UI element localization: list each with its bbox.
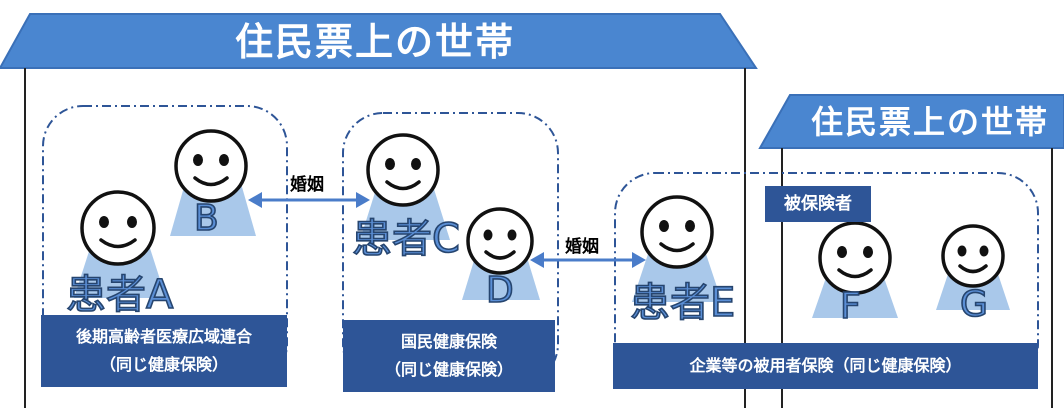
marriage-arrow-de (530, 252, 646, 268)
person-c-figure (360, 133, 450, 240)
marriage-label-de: 婚姻 (565, 237, 599, 257)
insurance-group-3-name: 企業等の被用者保険（同じ健康保険） (689, 356, 962, 375)
marriage-arrow-bc (248, 192, 370, 208)
insurance-label-group-3: 企業等の被用者保険（同じ健康保険） (613, 343, 1038, 389)
patient-d-label: D (485, 269, 514, 312)
patient-a-label: 患者A (65, 271, 174, 319)
insurance-group-1-outline (42, 105, 288, 385)
person-e-figure (632, 195, 722, 302)
person-a-figure (74, 190, 166, 298)
insurance-label-group-2: 国民健康保険 （同じ健康保険） (343, 320, 555, 392)
household-banner-main (0, 13, 758, 69)
insurance-group-1-name: 後期高齢者医療広域連合 (75, 327, 252, 346)
household-title-second: 住民票上の世帯 (810, 103, 1049, 141)
marriage-label-bc: 婚姻 (290, 175, 324, 195)
insurance-group-3-outline (614, 172, 1039, 385)
patient-c-label: 患者C (351, 215, 461, 263)
insurance-group-2-note: （同じ健康保険） (384, 360, 513, 379)
household-title-main: 住民票上の世帯 (234, 20, 515, 64)
insurance-group-2-name: 国民健康保険 (400, 332, 497, 351)
insurance-group-1-note: （同じ健康保険） (99, 355, 228, 374)
person-b-figure (170, 129, 256, 236)
person-g-figure (936, 224, 1010, 310)
person-f-figure (812, 221, 898, 318)
patient-e-label: 患者E (629, 279, 736, 327)
patient-b-label: B (193, 197, 219, 240)
insurance-label-group-1: 後期高齢者医療広域連合 （同じ健康保険） (41, 315, 287, 387)
patient-g-label: G (959, 283, 989, 326)
patient-f-label: F (839, 285, 861, 328)
household-banner-second (758, 94, 1064, 149)
person-d-figure (462, 207, 540, 300)
insured-person-tag: 被保険者 (765, 186, 871, 222)
